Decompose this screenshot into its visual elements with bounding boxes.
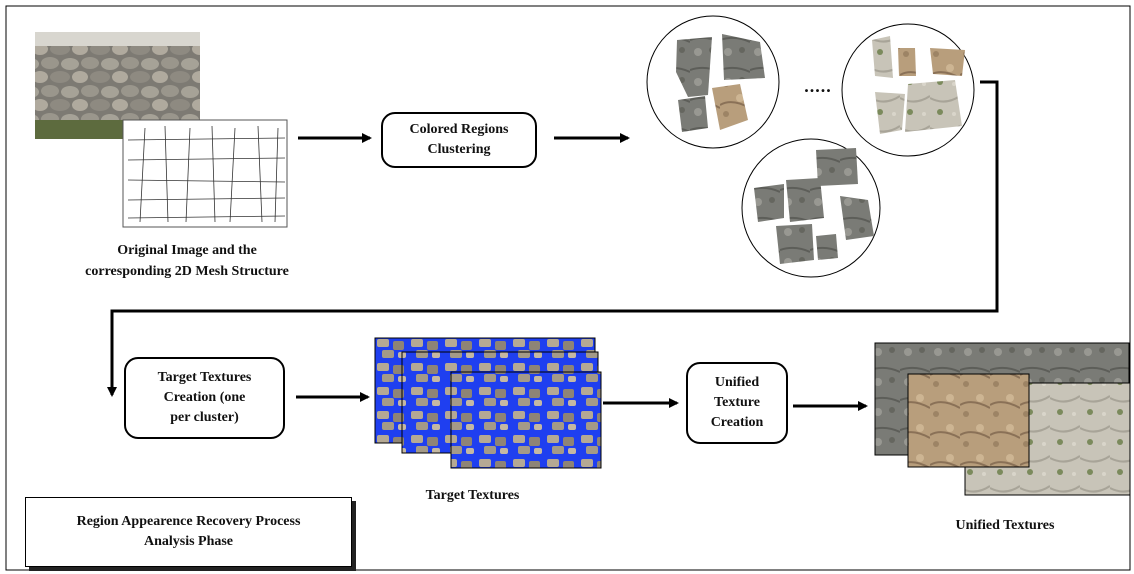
target-creation-line1: Target Textures	[157, 370, 252, 385]
unified-creation-line2: Texture	[714, 395, 760, 410]
ellipsis-label: .....	[804, 76, 832, 96]
original-caption-line1: Original Image and the	[117, 243, 257, 258]
cluster-circle-2	[841, 23, 975, 157]
clustering-box: Colored Regions Clustering	[381, 112, 537, 168]
legend-line1: Region Appearence Recovery Process	[76, 514, 301, 529]
cluster-circle-3	[741, 138, 881, 278]
target-creation-line3: per cluster)	[170, 410, 239, 425]
unified-creation-box: Unified Texture Creation	[686, 362, 788, 444]
original-caption-line2: corresponding 2D Mesh Structure	[85, 264, 289, 279]
mesh-structure	[122, 119, 288, 228]
target-textures-stack	[374, 337, 602, 469]
connectors	[107, 80, 999, 411]
clustering-line2: Clustering	[427, 142, 491, 157]
cluster-circle-1	[646, 15, 780, 149]
unified-creation-line3: Creation	[710, 415, 764, 430]
target-textures-caption: Target Textures	[425, 488, 520, 503]
phase-legend-box: Region Appearence Recovery Process Analy…	[25, 497, 352, 567]
unified-textures-stack	[874, 342, 1131, 496]
legend-line2: Analysis Phase	[143, 534, 234, 549]
unified-textures-caption: Unified Textures	[955, 518, 1055, 533]
clustering-line1: Colored Regions	[409, 122, 509, 137]
outer-frame	[5, 5, 1131, 571]
target-creation-line2: Creation (one	[163, 390, 246, 405]
unified-creation-line1: Unified	[714, 375, 760, 390]
original-image-caption: Original Image and the corresponding 2D …	[52, 240, 322, 282]
target-creation-box: Target Textures Creation (one per cluste…	[124, 357, 285, 439]
